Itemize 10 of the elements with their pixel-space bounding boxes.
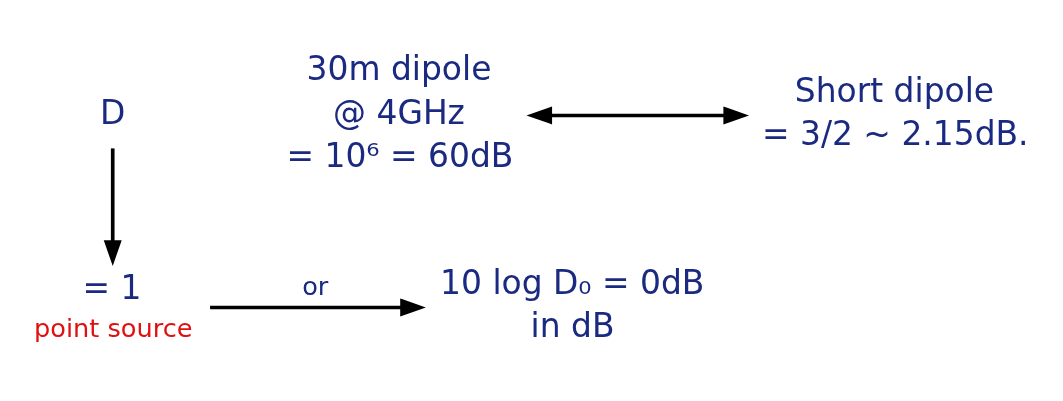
node-text: 30m dipole @ 4GHz = 10⁶ = 60dB — [286, 48, 514, 176]
node-text: D — [99, 92, 126, 132]
node-text: Short dipole = 3/2 ~ 2.15dB. — [761, 70, 1029, 154]
arrow — [103, 148, 122, 266]
node-label: point source — [34, 313, 193, 344]
node-text: 10 log D₀ = 0dB in dB — [440, 262, 705, 346]
arrow — [210, 298, 426, 317]
arrow — [526, 106, 750, 125]
edge-label: or — [302, 271, 329, 302]
node-text: = 1 — [82, 268, 142, 308]
